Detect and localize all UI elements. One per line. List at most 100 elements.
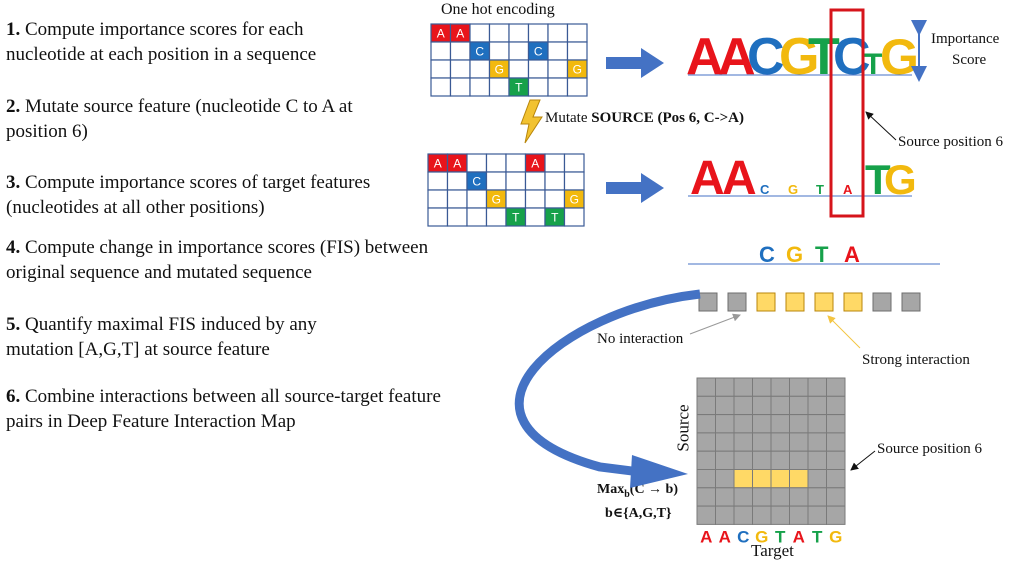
dfim-cell — [752, 505, 772, 525]
one-hot-original-cell — [488, 41, 510, 61]
one-hot-original-cell-letter: A — [456, 27, 464, 41]
one-hot-mutated-cell — [466, 153, 488, 173]
one-hot-original-cell — [566, 77, 588, 97]
fis-box — [756, 292, 776, 312]
dfim-cell — [715, 505, 735, 525]
dfim-cell — [752, 450, 772, 471]
one-hot-original-cell-letter: G — [573, 63, 582, 77]
step-2-number: 2. — [6, 96, 21, 117]
dfim-grid — [696, 377, 846, 525]
fis-box — [814, 292, 834, 312]
logo-mutated-letter: A — [843, 182, 853, 197]
one-hot-mutated-cell-letter: G — [492, 193, 501, 207]
one-hot-original-cell-letter: G — [495, 63, 504, 77]
dfim-cell — [826, 414, 846, 434]
dfim-cell — [807, 414, 827, 434]
dfim-cell — [826, 450, 846, 471]
dfim-cell — [826, 505, 846, 525]
dfim-cell — [696, 395, 716, 416]
one-hot-mutated-cell-letter: A — [434, 157, 442, 171]
dfim-cell — [696, 469, 716, 489]
dfim-cell — [807, 395, 827, 416]
dfim-cell — [789, 395, 809, 416]
dfim-cell — [770, 450, 790, 471]
max-formula-sub: b — [624, 488, 630, 500]
one-hot-mutated-cell — [446, 207, 468, 227]
fis-box — [901, 292, 921, 312]
dfim-cell — [752, 414, 772, 434]
one-hot-original-cell — [566, 41, 588, 61]
dfim-cell — [696, 414, 716, 434]
dfim-cell — [715, 487, 735, 507]
dfim-cell — [826, 377, 846, 397]
dfim-cell — [696, 432, 716, 452]
one-hot-original-cell — [469, 23, 491, 43]
step-6-text: Combine interactions between all source-… — [6, 386, 441, 432]
source-position-top-label: Source position 6 — [898, 134, 1003, 150]
one-hot-mutated-cell — [505, 189, 527, 209]
logo-original-letter: G — [880, 29, 919, 85]
logo-mutated-letter: A — [722, 152, 757, 205]
target-axis-label: Target — [751, 541, 794, 560]
dfim-cell — [733, 487, 753, 507]
curved-arrow-head — [630, 455, 688, 488]
dfim-cell — [770, 487, 790, 507]
step-5-text: Quantify maximal FIS induced by any muta… — [6, 314, 317, 360]
one-hot-original-cell — [527, 59, 549, 79]
dfim-cell — [789, 469, 809, 489]
fis-letter: G — [786, 242, 803, 267]
source-position-top-pointer — [865, 111, 897, 141]
step-6: 6. Combine interactions between all sour… — [6, 384, 446, 434]
dfim-cell — [807, 487, 827, 507]
one-hot-original-cell — [430, 41, 452, 61]
fis-letter: C — [759, 242, 775, 267]
fis-boxes — [698, 292, 921, 312]
one-hot-original-cell — [547, 77, 569, 97]
one-hot-original-cell-letter: T — [515, 81, 523, 95]
mutate-prefix: Mutate — [545, 110, 592, 126]
step-2-text: Mutate source feature (nucleotide C to A… — [6, 96, 353, 142]
one-hot-mutated-cell — [524, 207, 546, 227]
fis-letter: A — [844, 242, 860, 267]
one-hot-mutated-cell — [505, 153, 527, 173]
step-5-number: 5. — [6, 314, 21, 335]
dfim-cell — [696, 487, 716, 507]
one-hot-mutated-cell — [544, 189, 566, 209]
dfim-cell — [715, 469, 735, 489]
step-2: 2. Mutate source feature (nucleotide C t… — [6, 94, 406, 144]
dfim-cell — [696, 450, 716, 471]
one-hot-mutated-cell — [466, 189, 488, 209]
step-3-text: Compute importance scores of target feat… — [6, 172, 371, 218]
dfim-cell — [789, 487, 809, 507]
dfim-target-letter: A — [700, 527, 712, 546]
strong-interaction-label: Strong interaction — [862, 352, 970, 368]
logo-original-letter: A — [686, 28, 724, 86]
dfim-cell — [733, 505, 753, 525]
one-hot-mutated-cell — [427, 171, 449, 191]
one-hot-mutated-cell — [544, 171, 566, 191]
dfim-cell — [807, 505, 827, 525]
step-4: 4. Compute change in importance scores (… — [6, 235, 481, 285]
one-hot-mutated-cell — [524, 171, 546, 191]
fis-box — [698, 292, 718, 312]
one-hot-mutated-cell — [485, 153, 507, 173]
one-hot-original-cell — [469, 77, 491, 97]
one-hot-original-cell — [547, 41, 569, 61]
dfim-cell — [826, 395, 846, 416]
dfim-cell — [789, 505, 809, 525]
one-hot-mutated-cell-letter: T — [551, 211, 559, 225]
logo-original-letter: T — [864, 48, 882, 81]
dfim-cell — [715, 414, 735, 434]
source-position-bottom-label: Source position 6 — [877, 441, 982, 457]
source-position-bottom-pointer — [850, 450, 876, 471]
one-hot-original-cell — [430, 59, 452, 79]
score-label: Score — [952, 52, 987, 68]
arrow-to-logo-mutated — [606, 173, 664, 203]
logo-mutated-letter: T — [816, 182, 824, 197]
max-formula-arrow: (C → b) — [629, 482, 679, 497]
curved-arrow — [514, 289, 701, 477]
